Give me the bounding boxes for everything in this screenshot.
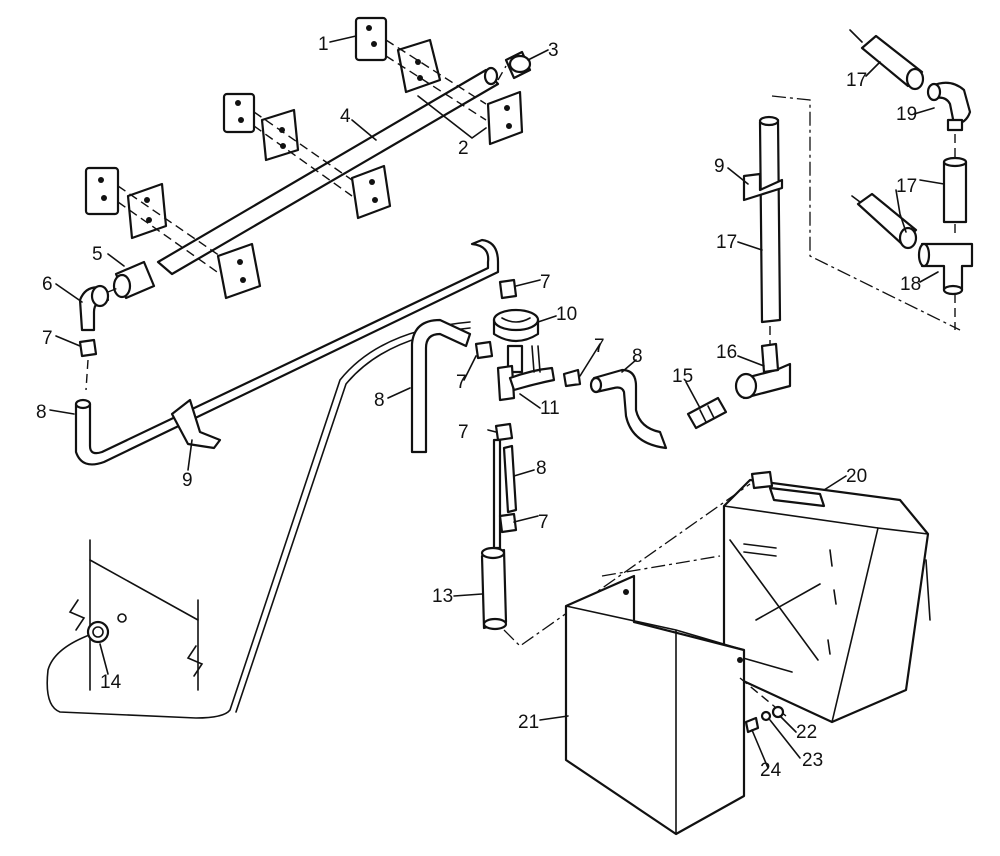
hose-8-center bbox=[410, 318, 472, 454]
nut-22 bbox=[771, 705, 785, 719]
block-mid-a bbox=[260, 108, 300, 162]
callout-22: 22 bbox=[796, 722, 817, 743]
block-low-b bbox=[216, 242, 262, 300]
callout-16: 16 bbox=[716, 342, 737, 363]
bar-4-end bbox=[483, 66, 499, 86]
callout-24: 24 bbox=[760, 760, 782, 781]
callout-17-b: 17 bbox=[846, 70, 867, 91]
nipple-15 bbox=[686, 396, 728, 430]
grommet-14 bbox=[86, 620, 110, 644]
callout-7-a: 7 bbox=[42, 328, 53, 349]
leader-lines bbox=[49, 35, 945, 769]
callout-7-b: 7 bbox=[540, 272, 551, 293]
pump-13 bbox=[480, 548, 508, 630]
callout-9-b: 9 bbox=[714, 156, 725, 177]
callout-7-f: 7 bbox=[538, 512, 549, 533]
callout-4: 4 bbox=[340, 106, 351, 127]
callout-14: 14 bbox=[100, 672, 122, 693]
clip-7-top bbox=[498, 278, 518, 300]
callout-6: 6 bbox=[42, 274, 53, 295]
block-2a bbox=[396, 38, 442, 94]
clip-7-center bbox=[474, 340, 494, 360]
callout-23: 23 bbox=[802, 750, 823, 771]
callout-2: 2 bbox=[458, 138, 469, 159]
tee-11 bbox=[496, 364, 516, 402]
right-pipe-assembly bbox=[686, 95, 961, 430]
screw-24 bbox=[744, 716, 760, 734]
callout-3: 3 bbox=[548, 40, 559, 61]
callout-20: 20 bbox=[846, 466, 867, 487]
bar-4 bbox=[156, 68, 500, 276]
clip-7-mid bbox=[494, 422, 514, 442]
callout-7-e: 7 bbox=[458, 422, 469, 443]
callout-17-a: 17 bbox=[716, 232, 737, 253]
callout-10: 10 bbox=[556, 304, 577, 325]
hose-8-right bbox=[592, 368, 668, 450]
clamp-9-left bbox=[170, 398, 222, 450]
clip-7-right bbox=[562, 368, 582, 388]
callout-5: 5 bbox=[92, 244, 103, 265]
callout-8-d: 8 bbox=[632, 346, 643, 367]
tank-handle bbox=[768, 486, 826, 508]
pump-assembly bbox=[410, 308, 668, 631]
pipe-17-short bbox=[942, 160, 968, 224]
block-mid-b bbox=[350, 164, 392, 220]
callout-8-a: 8 bbox=[36, 402, 47, 423]
tank-20 bbox=[722, 478, 930, 724]
tank-assembly bbox=[503, 470, 931, 836]
block-2b bbox=[486, 90, 524, 146]
sleeve-3-face bbox=[508, 54, 532, 74]
pipe-17-vertical bbox=[758, 118, 782, 324]
callout-8-c: 8 bbox=[536, 458, 547, 479]
callout-labels: 1 2 3 4 5 6 7 7 7 7 7 7 8 8 8 8 9 9 10 1… bbox=[36, 34, 921, 781]
tank-cap bbox=[750, 470, 774, 490]
block-1 bbox=[354, 16, 388, 62]
mount-bar-assembly bbox=[84, 16, 532, 300]
pad-low bbox=[84, 166, 120, 216]
clip-7-low bbox=[498, 512, 518, 534]
callout-7-d: 7 bbox=[594, 336, 605, 357]
callout-18: 18 bbox=[900, 274, 921, 295]
callout-1: 1 bbox=[318, 34, 329, 55]
callout-19: 19 bbox=[896, 104, 917, 125]
block-low-a bbox=[126, 182, 168, 240]
callout-7-c: 7 bbox=[456, 372, 467, 393]
callout-9-a: 9 bbox=[182, 470, 193, 491]
callout-21: 21 bbox=[518, 712, 539, 733]
pad-mid bbox=[222, 92, 256, 134]
callout-8-b: 8 bbox=[374, 390, 385, 411]
washer-23 bbox=[760, 710, 772, 722]
clip-7-left bbox=[78, 338, 98, 358]
cover-21 bbox=[564, 574, 746, 836]
callout-15: 15 bbox=[672, 366, 693, 387]
hose-8-left bbox=[74, 238, 500, 466]
callout-17-c: 17 bbox=[896, 176, 917, 197]
top-right-fittings bbox=[849, 29, 974, 330]
left-hose-assembly bbox=[74, 238, 518, 466]
callout-13: 13 bbox=[432, 586, 453, 607]
callout-11: 11 bbox=[540, 398, 560, 419]
clamp-9-right bbox=[742, 172, 784, 202]
